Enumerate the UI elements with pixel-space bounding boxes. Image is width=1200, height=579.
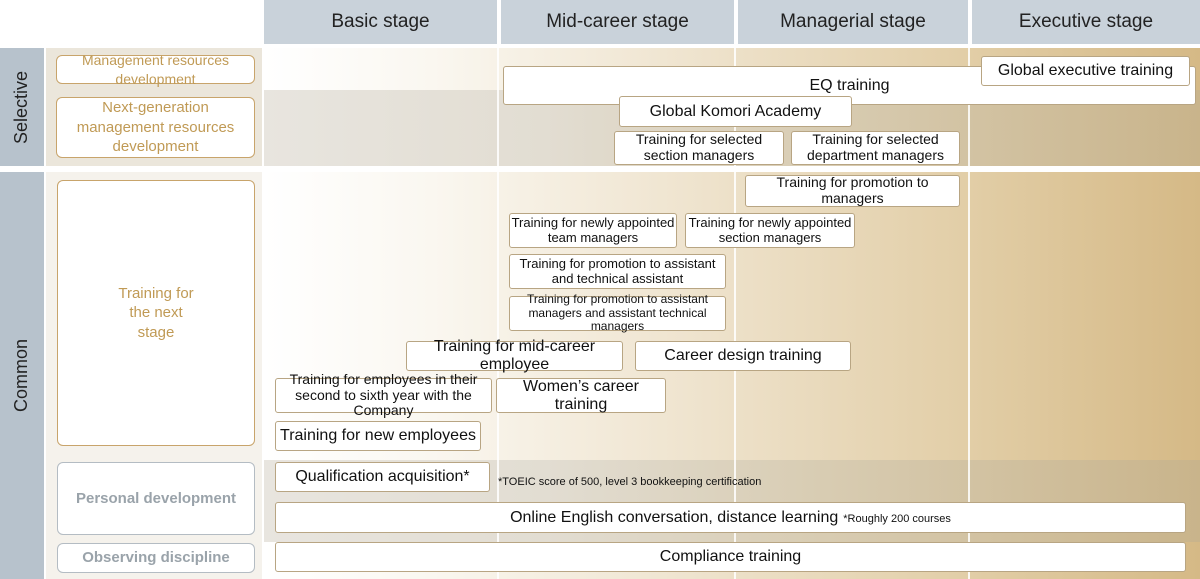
category-selective-label: Selective [11, 70, 32, 144]
selected-department-managers-training: Training for selected department manager… [791, 131, 960, 165]
global-executive-training: Global executive training [981, 56, 1190, 86]
qualification-note: *TOEIC score of 500, level 3 bookkeeping… [498, 476, 762, 488]
second-sixth-year-training: Training for employees in their second t… [275, 371, 492, 418]
new-employees-training: Training for new employees [275, 421, 481, 451]
online-english-label: Online English conversation, distance le… [510, 508, 839, 526]
category-common: Common [0, 172, 44, 579]
label-next-generation: Next-generation management resources dev… [56, 97, 255, 158]
online-english-note: *Roughly 200 courses [843, 512, 951, 525]
section-divider [0, 166, 1200, 172]
label-management-resources: Management resources development [56, 52, 255, 87]
category-selective: Selective [0, 48, 44, 166]
new-section-managers-training: Training for newly appointed section man… [685, 213, 855, 248]
column-divider [968, 44, 970, 579]
stage-header-basic: Basic stage [264, 0, 497, 44]
column-divider [497, 44, 499, 579]
label-training-next-stage: Training for the next stage [57, 180, 255, 446]
qualification-acquisition: Qualification acquisition* [275, 462, 490, 492]
selected-section-managers-training: Training for selected section managers [614, 131, 784, 165]
promotion-assistant-managers-training: Training for promotion to assistant mana… [509, 293, 726, 333]
promotion-to-managers-training: Training for promotion to managers [745, 174, 960, 207]
global-komori-academy: Global Komori Academy [619, 96, 852, 127]
label-training-next-stage-text: Training for the next stage [118, 284, 194, 341]
online-english-training: Online English conversation, distance le… [275, 502, 1186, 533]
stage-header-mid-career: Mid-career stage [501, 0, 734, 44]
mid-career-employee-training: Training for mid-career employee [406, 338, 623, 373]
stage-header-managerial: Managerial stage [738, 0, 968, 44]
career-design-training: Career design training [635, 341, 851, 371]
promotion-assistant-training: Training for promotion to assistant and … [509, 254, 726, 289]
compliance-training: Compliance training [275, 542, 1186, 572]
category-common-label: Common [11, 338, 32, 413]
new-team-managers-training: Training for newly appointed team manage… [509, 213, 677, 248]
womens-career-training: Women’s career training [496, 378, 666, 413]
label-personal-development: Personal development [57, 462, 255, 535]
stage-header-executive: Executive stage [972, 0, 1200, 44]
label-observing-discipline: Observing discipline [57, 543, 255, 573]
column-divider [734, 44, 736, 579]
